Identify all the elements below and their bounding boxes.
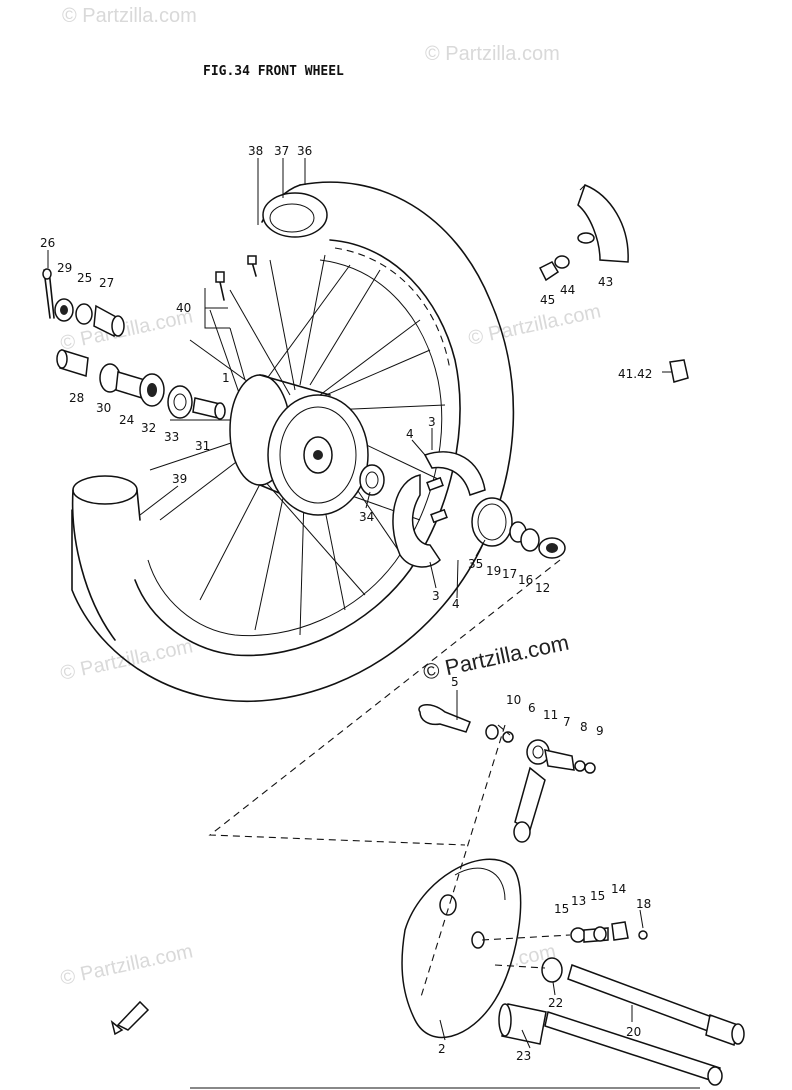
callout-14: 14 xyxy=(611,882,626,896)
callout-22: 22 xyxy=(548,996,563,1010)
axle-side-parts xyxy=(42,268,226,420)
part-34-collar xyxy=(359,464,385,496)
callout-5: 5 xyxy=(451,675,459,689)
front-direction-icon xyxy=(110,1000,150,1036)
watermark: © Partzilla.com xyxy=(62,5,197,27)
callout-17: 17 xyxy=(502,567,517,581)
callout-15-left: 15 xyxy=(554,902,569,916)
callout-18: 18 xyxy=(636,897,651,911)
callout-9: 9 xyxy=(596,724,604,738)
brake-cam-parts xyxy=(418,704,596,843)
callout-43: 43 xyxy=(598,275,613,289)
callout-32: 32 xyxy=(141,421,156,435)
front-tire xyxy=(71,181,515,702)
callout-28: 28 xyxy=(69,391,84,405)
callout-labels: 38 37 36 26 29 25 27 40 28 30 24 32 33 3… xyxy=(40,144,652,1063)
callout-39: 39 xyxy=(172,472,187,486)
callout-31: 31 xyxy=(195,439,210,453)
callout-20: 20 xyxy=(626,1025,641,1039)
callout-3-bottom: 3 xyxy=(432,589,440,603)
callout-8: 8 xyxy=(580,720,588,734)
callout-33: 33 xyxy=(164,430,179,444)
callout-25: 25 xyxy=(77,271,92,285)
brake-seal-parts xyxy=(471,497,566,559)
callout-34: 34 xyxy=(359,510,374,524)
assembly-dash-lines xyxy=(190,559,700,1089)
callout-19: 19 xyxy=(486,564,501,578)
callout-45: 45 xyxy=(540,293,555,307)
callout-12: 12 xyxy=(535,581,550,595)
brake-panel xyxy=(401,858,522,1039)
part-41-42 xyxy=(669,359,689,383)
wheel-hub xyxy=(229,374,369,516)
callout-24: 24 xyxy=(119,413,134,427)
callout-41-42: 41.42 xyxy=(618,367,652,381)
callout-7: 7 xyxy=(563,715,571,729)
callout-4-bottom: 4 xyxy=(452,597,460,611)
speedo-drive-parts xyxy=(570,921,648,943)
callout-26: 26 xyxy=(40,236,55,250)
callout-36: 36 xyxy=(297,144,312,158)
callout-27: 27 xyxy=(99,276,114,290)
watermark: © Partzilla.com xyxy=(58,940,194,990)
axle-parts xyxy=(498,957,745,1086)
watermark: © Partzilla.com xyxy=(425,43,560,65)
callout-23: 23 xyxy=(516,1049,531,1063)
callout-1: 1 xyxy=(222,371,230,385)
callout-29: 29 xyxy=(57,261,72,275)
callout-4-top: 4 xyxy=(406,427,414,441)
watermark-center: © Partzilla.com xyxy=(421,630,571,685)
callout-13: 13 xyxy=(571,894,586,908)
speedometer-parts xyxy=(538,184,629,282)
callout-38: 38 xyxy=(248,144,263,158)
callout-16: 16 xyxy=(518,573,533,587)
brake-shoes xyxy=(392,451,486,568)
leader-lines xyxy=(47,158,672,1049)
callout-35: 35 xyxy=(468,557,483,571)
callout-11: 11 xyxy=(543,708,558,722)
watermark: © Partzilla.com xyxy=(466,300,602,350)
callout-40: 40 xyxy=(176,301,191,315)
callout-2: 2 xyxy=(438,1042,446,1056)
callout-3-top: 3 xyxy=(428,415,436,429)
callout-6: 6 xyxy=(528,701,536,715)
part-40-spoke-nipple xyxy=(204,255,257,381)
callout-10: 10 xyxy=(506,693,521,707)
callout-37: 37 xyxy=(274,144,289,158)
figure-title: FIG.34 FRONT WHEEL xyxy=(203,64,344,79)
callout-30: 30 xyxy=(96,401,111,415)
callout-15-right: 15 xyxy=(590,889,605,903)
callout-44: 44 xyxy=(560,283,575,297)
